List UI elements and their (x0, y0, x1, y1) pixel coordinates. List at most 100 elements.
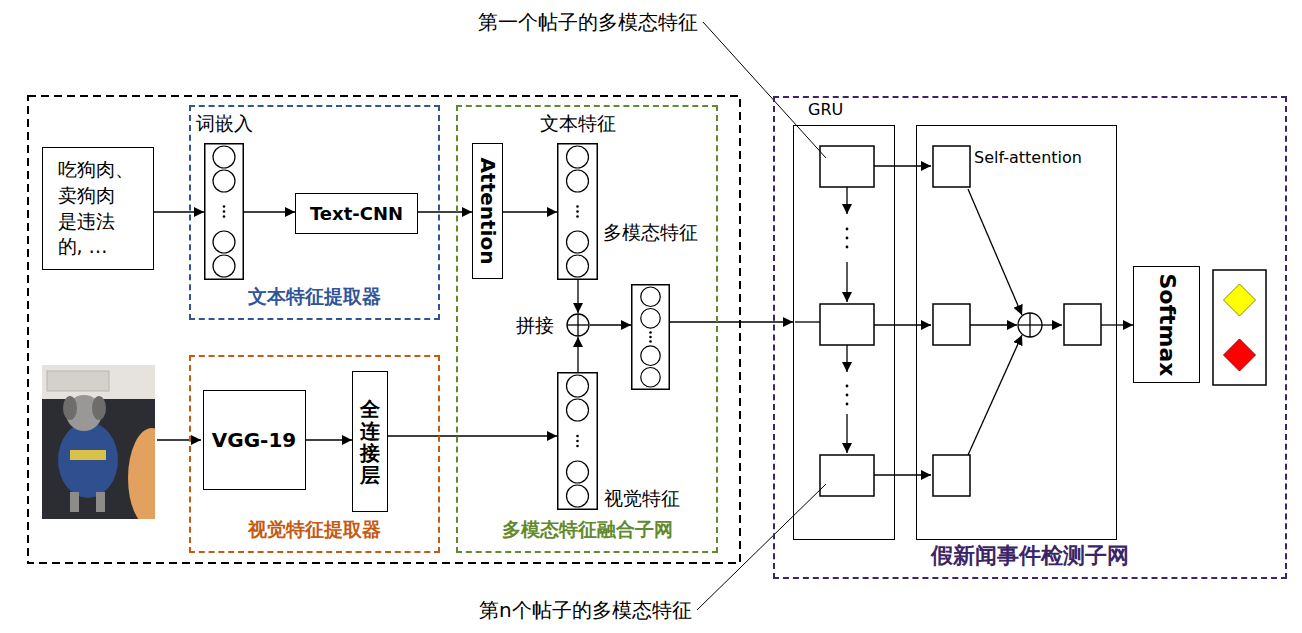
gru-arrow (846, 345, 847, 372)
gru-cell (820, 146, 874, 187)
attention-arrow (968, 335, 1022, 455)
node-label: 假新闻事件检测子网 (775, 543, 1285, 569)
gru-arrow (846, 187, 847, 214)
attention-output-cell (1064, 304, 1101, 345)
attention-arrow (968, 189, 1022, 315)
neuron-circle (641, 287, 661, 307)
neuron-column (557, 143, 598, 280)
ellipsis-dot (576, 205, 579, 208)
connector-arrow (306, 439, 353, 440)
ellipsis-dot (576, 435, 579, 438)
process-box: Softmax (1133, 266, 1200, 383)
ellipsis-dot (223, 210, 226, 213)
attention-arrow (1042, 324, 1062, 325)
real-class-diamond (1224, 284, 1256, 316)
connector-arrow (590, 324, 631, 325)
ellipsis-dot (846, 246, 849, 249)
node-label: 吃狗肉、 卖狗肉 是违法 的, … (58, 157, 139, 260)
attention-cell (933, 455, 970, 496)
gru-cells (795, 146, 931, 496)
process-box: Attention (472, 143, 503, 279)
ellipsis-dot (576, 210, 579, 213)
neuron-circle (213, 170, 235, 192)
column-frame (205, 144, 244, 280)
attention-cell (933, 146, 970, 187)
neuron-circle (213, 146, 235, 168)
ellipsis-dot (576, 215, 579, 218)
connector-arrow (388, 435, 557, 436)
sum-plus (1029, 313, 1030, 337)
attention-cells (933, 146, 1117, 496)
photo-dog-leg (70, 492, 79, 512)
column-frame (632, 285, 670, 390)
detection-region: 假新闻事件检测子网GRUSelf-attentionSoftmax (773, 96, 1287, 579)
neuron-circle (567, 399, 589, 421)
embedding-column: 词嵌入 (204, 143, 244, 280)
output-classes (1213, 270, 1266, 385)
ellipsis-dot (846, 394, 849, 397)
neuron-circle (213, 231, 235, 253)
column-frame (558, 373, 598, 510)
photo-drawer (47, 371, 109, 391)
concat-circle-outline (567, 314, 589, 336)
text-extractor-region: 文本特征提取器 词嵌入 Text-CNN (189, 105, 440, 320)
concat-symbol (566, 313, 590, 337)
node-label: 多模态特征 (603, 221, 698, 244)
callout-label: 第一个帖子的多模态特征 (478, 10, 698, 34)
callout-label: 第n个帖子的多模态特征 (479, 598, 692, 622)
photo-dog-ear (92, 396, 106, 420)
photo-dog-ear (63, 396, 77, 420)
photo-cabinet (42, 365, 155, 399)
gru-arrow (846, 414, 847, 453)
ellipsis-dot (649, 336, 652, 339)
neuron-circle (567, 146, 589, 168)
concat-circle: 拼接 (566, 313, 590, 337)
node-label: Attention (476, 158, 500, 265)
neuron-circle (641, 367, 661, 387)
neuron-circle (641, 346, 661, 366)
connector-arrow (154, 211, 204, 212)
feature-column: 视觉特征 (557, 372, 598, 510)
photo-shirt (58, 422, 118, 498)
neuron-circle (567, 255, 589, 277)
ellipsis-dot (576, 445, 579, 448)
ellipsis-dot (846, 237, 849, 240)
output-wire (1101, 324, 1117, 325)
connector-arrow (244, 211, 295, 212)
connector-arrow (577, 280, 578, 313)
neuron-circle (567, 461, 589, 483)
node-label: Text-CNN (310, 203, 403, 225)
neuron-circle (641, 309, 661, 329)
gru-cell (820, 455, 874, 496)
ellipsis-dot (576, 440, 579, 443)
ellipsis-dot (846, 385, 849, 388)
node-label: 文本特征 (540, 112, 616, 135)
neuron-column (631, 284, 670, 390)
neuron-circle (567, 170, 589, 192)
connector-arrow (1117, 324, 1133, 325)
process-box: 全连接层 (352, 371, 388, 512)
node-label: VGG-19 (212, 428, 296, 452)
process-box: Text-CNN (295, 193, 418, 234)
input-wire (795, 321, 820, 322)
photo-cat (128, 428, 155, 519)
fusion-region: 多模态特征融合子网Attention文本特征拼接视觉特征多模态特征 (456, 105, 718, 553)
gru-cell (820, 304, 874, 345)
gru-arrow (846, 262, 847, 302)
node-label: Softmax (1153, 273, 1179, 376)
visual-extractor-region: 视觉特征提取器VGG-19全连接层 (189, 355, 440, 553)
ellipsis-dot (846, 403, 849, 406)
ellipsis-dot (223, 215, 226, 218)
gru-box: GRU (793, 125, 895, 540)
node-label: 文本特征提取器 (191, 285, 438, 308)
gru-out-arrow (874, 324, 931, 325)
node-label: 视觉特征 (604, 487, 680, 510)
leader-line (703, 22, 826, 158)
neuron-circle (567, 231, 589, 253)
attention-cell (933, 304, 970, 345)
ellipsis-dot (846, 228, 849, 231)
sum-circle (1018, 313, 1042, 337)
connector-arrow (503, 211, 557, 212)
attention-arrow (970, 324, 1017, 325)
